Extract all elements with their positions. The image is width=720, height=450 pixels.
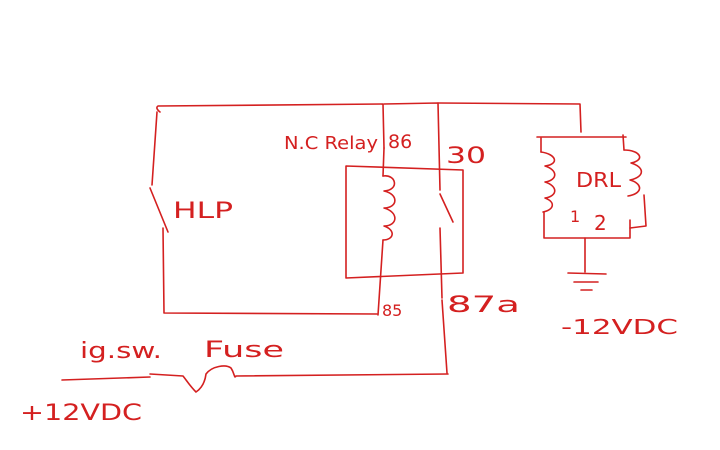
drl-right-return: [629, 194, 647, 229]
relay-contact-blade: [439, 193, 454, 223]
relay-wire-87a: [439, 227, 443, 299]
pin-86-label: 86: [388, 131, 412, 153]
pin-85-label: 85: [382, 301, 402, 320]
ground-symbol: [567, 272, 607, 291]
ignition-switch-label: ig.sw.: [80, 339, 162, 364]
drl-filament-2: [623, 149, 643, 197]
drl-label: DRL: [576, 168, 622, 192]
drl-filament-2-label: 2: [594, 211, 607, 235]
relay-title-label: N.C Relay: [284, 133, 378, 154]
relay-wire-87a-down: [441, 299, 448, 374]
drl-right-lead: [622, 134, 625, 151]
relay-coil: [382, 175, 396, 241]
pin-87a-label: 87a: [447, 293, 520, 318]
supply-wire: [61, 365, 449, 393]
pin-30-label: 30: [446, 144, 486, 169]
hlp-label: HLP: [173, 199, 233, 224]
relay-to-drl-wire: [437, 102, 582, 133]
hlp-switch-blade: [149, 187, 169, 233]
drl-filament-1: [540, 151, 556, 213]
hlp-wire-left-lower: [162, 227, 378, 315]
hlp-wire-left-upper: [151, 111, 158, 186]
drl-bottom-bracket: [543, 211, 631, 239]
relay-coil-bottom-lead: [377, 239, 384, 316]
minus-12vdc-label: -12VDC: [561, 315, 678, 339]
plus-12vdc-label: +12VDC: [20, 401, 142, 426]
relay-coil-top-lead: [382, 147, 385, 177]
hlp-wire-top: [156, 103, 385, 149]
drl-filament-1-label: 1: [570, 207, 580, 226]
fuse-label: Fuse: [204, 338, 284, 363]
relay-box: [345, 165, 464, 279]
